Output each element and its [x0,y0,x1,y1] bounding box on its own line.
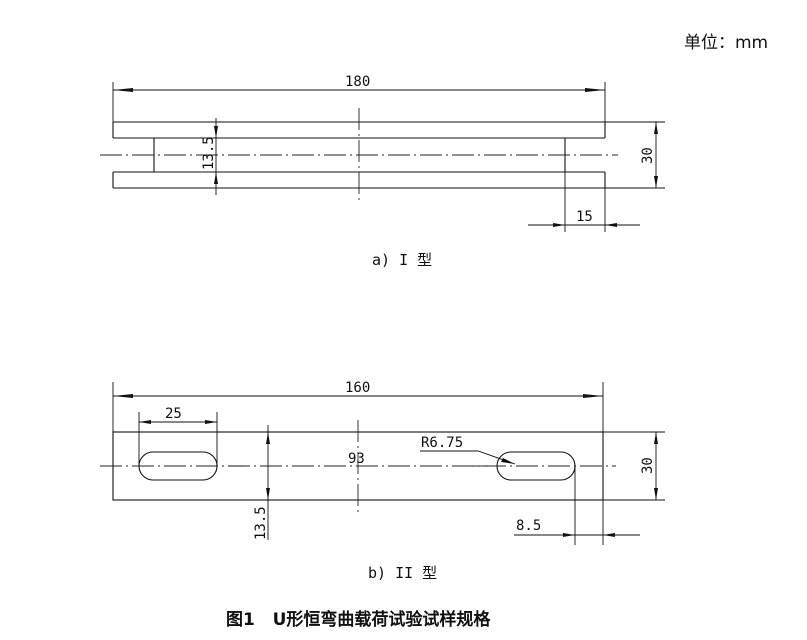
arrowhead [654,176,658,188]
type2-end-distance-label: 8.5 [516,518,541,534]
type1-slot-label: 15 [576,209,593,225]
arrowhead [501,458,515,464]
arrowhead [603,533,615,537]
arrowhead [563,533,575,537]
type1-gap-label: 13.5 [201,136,217,170]
type1-caption: a) I 型 [372,251,432,269]
arrowhead [266,432,270,444]
arrowhead [605,223,617,227]
unit-label: 单位：mm [684,33,768,53]
type1-length-label: 180 [345,74,370,90]
arrowhead [205,420,217,424]
arrowhead [266,488,270,500]
arrowhead [654,488,658,500]
arrowhead [654,432,658,444]
type2-drawing: 160 25 13.5 93 R6.75 3 [100,380,665,582]
type2-offset-label: 13.5 [253,506,269,540]
type2-caption: b) II 型 [368,564,437,582]
type2-slot-length-label: 25 [165,406,182,422]
arrowhead [585,88,605,92]
arrowhead [214,126,218,138]
type1-drawing: 180 13.5 30 1 [100,74,665,269]
arrowhead [553,223,565,227]
arrowhead [583,394,603,398]
arrowhead [113,394,133,398]
type2-width-label: 30 [640,457,656,474]
figure-title: 图1 U形恒弯曲载荷试验试样规格 [226,609,491,630]
arrowhead [113,88,133,92]
type2-center-distance-label: 93 [348,451,365,467]
type1-width-label: 30 [640,147,656,164]
arrowhead [214,172,218,184]
arrowhead [139,420,151,424]
type2-length-label: 160 [345,380,370,396]
type2-radius-label: R6.75 [421,435,463,451]
arrowhead [654,122,658,134]
type2-radius-leader [420,450,516,465]
